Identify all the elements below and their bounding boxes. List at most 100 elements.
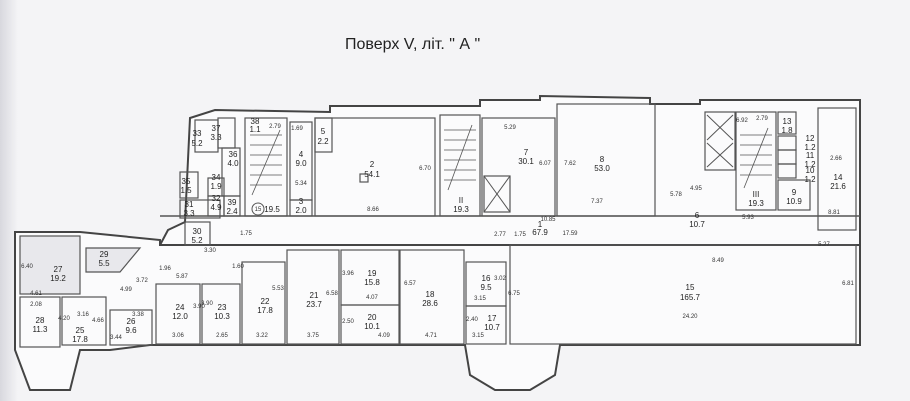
- room-9: [777, 179, 811, 211]
- room-area: 19.2: [50, 274, 66, 283]
- dimension-label: 3.96: [342, 271, 354, 277]
- dimension-label: 1.69: [291, 126, 303, 132]
- dimension-label: 2.66: [830, 156, 842, 162]
- dimension-label: 8.66: [367, 207, 379, 213]
- room-number: 37: [212, 124, 221, 133]
- dimension-label: 5.93: [742, 215, 754, 221]
- dimension-label: 3.44: [110, 335, 122, 341]
- dimension-label: 1.75: [514, 232, 526, 238]
- room-20: [340, 304, 400, 345]
- room-30: [184, 221, 211, 246]
- room-number: 22: [261, 297, 270, 306]
- room-area: 5.2: [191, 236, 203, 245]
- stair-III-steps: [740, 127, 772, 189]
- dimension-label: 3.06: [172, 333, 184, 339]
- lower-rooms: [19, 221, 857, 348]
- dimension-label: 4.61: [30, 291, 42, 297]
- room-number: 4: [299, 150, 304, 159]
- room-number: 29: [100, 250, 109, 259]
- stair-I-steps: [250, 129, 282, 196]
- room-number: 26: [127, 317, 136, 326]
- dimension-label: 4.20: [58, 316, 70, 322]
- room-number: 12: [806, 134, 815, 143]
- room-area: 10.9: [786, 197, 802, 206]
- room-number: 32: [212, 194, 221, 203]
- room-13: [777, 111, 797, 135]
- room-number: 5: [321, 127, 326, 136]
- room-29: [85, 247, 142, 273]
- room-area: 2.4: [226, 207, 238, 216]
- dimension-label: 6.75: [508, 291, 520, 297]
- room-area: 1.2: [804, 160, 816, 169]
- room-area: 2.2: [317, 137, 329, 146]
- room-28: [19, 296, 61, 348]
- room-10: [777, 163, 797, 179]
- dimension-label: 10.85: [540, 217, 556, 223]
- dimension-label: 3.30: [204, 248, 216, 254]
- room-number: 23: [218, 303, 227, 312]
- dimension-label: 3.22: [256, 333, 268, 339]
- room-area: 11.3: [33, 325, 49, 334]
- dimension-label: 6.57: [404, 281, 416, 287]
- room-number: II: [459, 196, 463, 205]
- room-area: 67.9: [532, 228, 548, 237]
- dimension-label: 6.40: [21, 264, 33, 270]
- dimension-label: 3.16: [77, 312, 89, 318]
- room-area: 53.0: [594, 164, 610, 173]
- dimension-label: 6.70: [419, 166, 431, 172]
- room-number: 10: [806, 166, 815, 175]
- dimension-label: 1.96: [159, 266, 171, 272]
- room-number: 7: [524, 148, 529, 157]
- dimension-label: 1.75: [240, 231, 252, 237]
- dimension-label: 7.37: [591, 199, 603, 205]
- room-area: 9.6: [125, 326, 137, 335]
- dimension-label: 6.81: [842, 281, 854, 287]
- room-area: 1.1: [249, 125, 261, 134]
- dimension-label: 6.58: [326, 291, 338, 297]
- dimension-label: 2.79: [756, 116, 768, 122]
- room-area: 3.3: [183, 209, 195, 218]
- room-number: 1: [538, 220, 543, 229]
- room-number: 16: [482, 274, 491, 283]
- dimension-label: 2.79: [269, 124, 281, 130]
- room-area: 17.8: [257, 306, 273, 315]
- dimension-label: 8.49: [712, 258, 724, 264]
- dimension-label: 6.92: [736, 118, 748, 124]
- dimension-label: 4.09: [378, 333, 390, 339]
- dimension-label: 24.20: [682, 314, 698, 320]
- dimension-label: 3.90: [193, 304, 205, 310]
- room-area: 2.0: [295, 206, 307, 215]
- stair-III: [735, 111, 777, 211]
- room-area: 1.9: [210, 182, 222, 191]
- room-number: 6: [695, 211, 700, 220]
- room-number: 15: [686, 283, 695, 292]
- room-number: III: [753, 190, 760, 199]
- room-number: 36: [229, 150, 238, 159]
- room-area: 165.7: [680, 293, 701, 302]
- room-number: 3: [299, 197, 304, 206]
- room-area: 5.5: [98, 259, 110, 268]
- room-area: 1.2: [804, 143, 816, 152]
- room-25: [61, 296, 107, 346]
- room-number: 17: [488, 314, 497, 323]
- room-area: 54.1: [364, 170, 380, 179]
- room-number: 19: [368, 269, 377, 278]
- dimension-label: 4.95: [690, 186, 702, 192]
- room-area: 4.0: [227, 159, 239, 168]
- elevator-shafts: [704, 111, 736, 171]
- scan-shading: [0, 0, 18, 401]
- room-number: 34: [212, 173, 221, 182]
- room-15: [509, 244, 857, 345]
- room-number: 2: [370, 160, 375, 169]
- room-number: 18: [426, 290, 435, 299]
- room-number: 13: [783, 117, 792, 126]
- column: [359, 173, 369, 183]
- dimension-label: 3.72: [136, 278, 148, 284]
- room-number: 38: [251, 117, 260, 126]
- dimension-label: 2.65: [216, 333, 228, 339]
- dimension-label: 2.50: [342, 319, 354, 325]
- room-area: 9.0: [295, 159, 307, 168]
- room-number: 20: [368, 313, 377, 322]
- room-area: 10.1: [364, 322, 380, 331]
